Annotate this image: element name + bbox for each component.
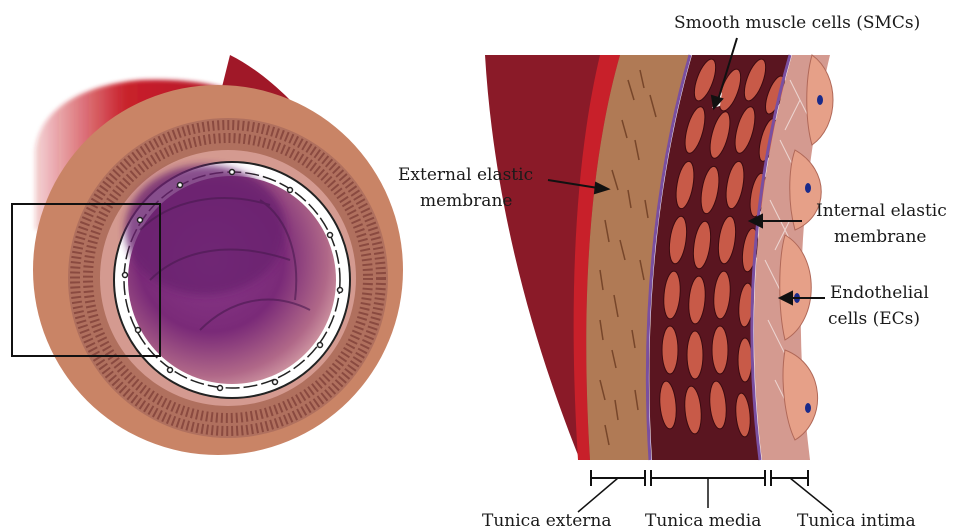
label-tunica-intima: Tunica intima xyxy=(797,511,916,531)
lumen-shadow xyxy=(125,165,285,295)
label-external-elastic-2: membrane xyxy=(420,191,512,211)
label-smc: Smooth muscle cells (SMCs) xyxy=(674,13,920,33)
label-endothelial-2: cells (ECs) xyxy=(828,309,920,329)
wall-detail xyxy=(485,55,833,460)
label-endothelial-1: Endothelial xyxy=(830,283,929,303)
label-tunica-media: Tunica media xyxy=(645,511,761,531)
label-external-elastic-1: External elastic xyxy=(398,165,533,185)
artery-cross-section xyxy=(12,55,403,455)
label-internal-elastic-2: membrane xyxy=(834,227,926,247)
label-internal-elastic-1: Internal elastic xyxy=(816,201,947,221)
label-tunica-externa: Tunica externa xyxy=(482,511,611,531)
layer-brackets xyxy=(578,470,832,512)
